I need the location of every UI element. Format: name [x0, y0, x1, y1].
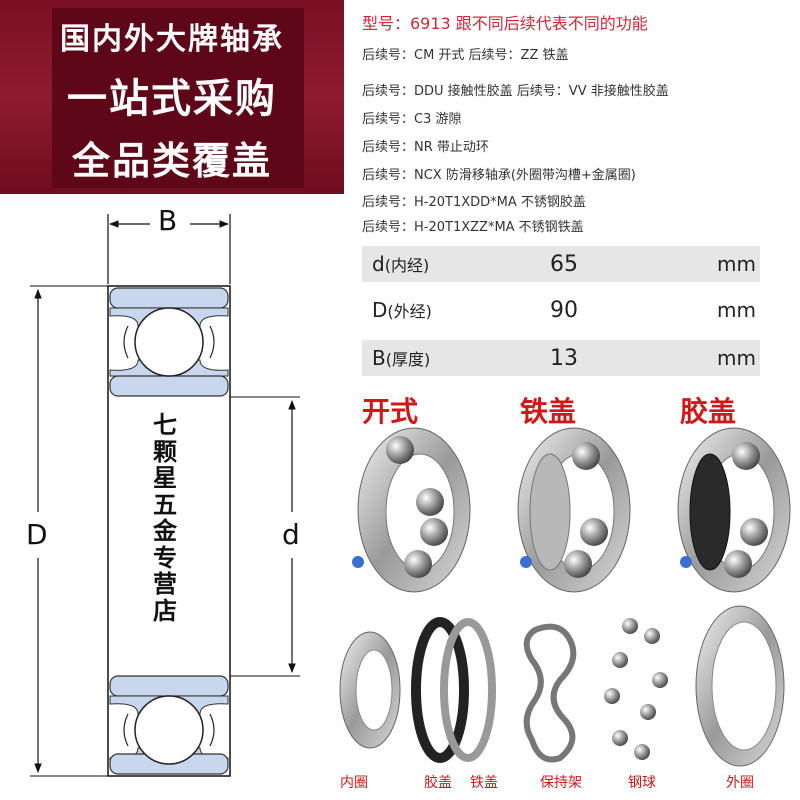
part-label-cage: 保持架: [540, 775, 582, 791]
dim-label: D(外经): [372, 298, 432, 322]
banner-line-brands: 国内外大牌轴承: [60, 22, 284, 57]
bearing-cutaway-images: [352, 427, 791, 593]
type-label-rubber-seal: 胶盖: [680, 395, 737, 428]
suffix-line: 后续号：H-20T1XZZ*MA 不锈钢铁盖: [362, 220, 584, 235]
outer-ring-image: [695, 605, 785, 767]
suffix-line: 后续号：H-20T1XDD*MA 不锈钢胶盖: [362, 195, 586, 210]
dim-label: d(内经): [372, 252, 430, 276]
dim-row-outer-diameter: D(外经) 90 mm: [362, 292, 760, 328]
rubber-seal-bearing-image: [677, 427, 791, 593]
type-label-open: 开式: [362, 395, 419, 428]
dim-row-width: B(厚度) 13 mm: [362, 340, 760, 376]
seal-and-shield-image: [411, 617, 496, 763]
bearing-cross-section-drawing: [30, 214, 300, 777]
suffix-line: 后续号：NCX 防滑移轴承(外圈带沟槽+金属圈): [362, 168, 636, 183]
model-title: 型号：6913 跟不同后续代表不同的功能: [362, 14, 648, 33]
cage-image: [523, 623, 577, 763]
dim-row-inner-diameter: d(内经) 65 mm: [362, 246, 760, 282]
part-label-inner-ring: 内圈: [340, 775, 368, 791]
dim-letter-D: D: [26, 518, 48, 551]
part-label-shield: 铁盖: [470, 775, 498, 791]
dim-unit: mm: [717, 298, 756, 322]
banner-inner-box: [52, 8, 304, 188]
bearing-section-top: [109, 287, 229, 397]
banner-line-coverage: 全品类覆盖: [71, 139, 272, 183]
dim-unit: mm: [717, 346, 756, 370]
dim-unit: mm: [717, 252, 756, 276]
suffix-line: 后续号：C3 游隙: [362, 112, 462, 127]
exploded-parts-image: [339, 605, 785, 767]
suffix-line: 后续号：CM 开式 后续号：ZZ 铁盖: [362, 48, 569, 63]
suffix-line: 后续号：DDU 接触性胶盖 后续号：VV 非接触性胶盖: [362, 84, 669, 99]
dim-value: 13: [550, 346, 578, 371]
steel-shield-bearing-image: [517, 427, 631, 593]
dim-label: B(厚度): [372, 346, 431, 370]
open-bearing-image: [352, 427, 471, 593]
banner-line-onestop: 一站式采购: [67, 76, 277, 122]
part-label-seal: 胶盖: [424, 775, 452, 791]
part-label-outer-ring: 外圈: [726, 775, 754, 791]
shop-name-vertical: 七颗星五金专营店: [153, 411, 177, 625]
type-label-steel-shield: 铁盖: [520, 395, 577, 428]
suffix-line: 后续号：NR 带止动环: [362, 140, 489, 155]
inner-ring-image: [339, 631, 401, 749]
part-label-balls: 钢球: [628, 775, 656, 791]
dim-letter-d: d: [282, 518, 300, 551]
dim-letter-B: B: [158, 204, 178, 237]
balls-image: [604, 618, 668, 760]
bearing-section-bottom: [109, 675, 229, 775]
dim-value: 65: [550, 252, 578, 277]
dim-value: 90: [550, 298, 578, 323]
promo-banner: 国内外大牌轴承 一站式采购 全品类覆盖: [0, 0, 344, 194]
